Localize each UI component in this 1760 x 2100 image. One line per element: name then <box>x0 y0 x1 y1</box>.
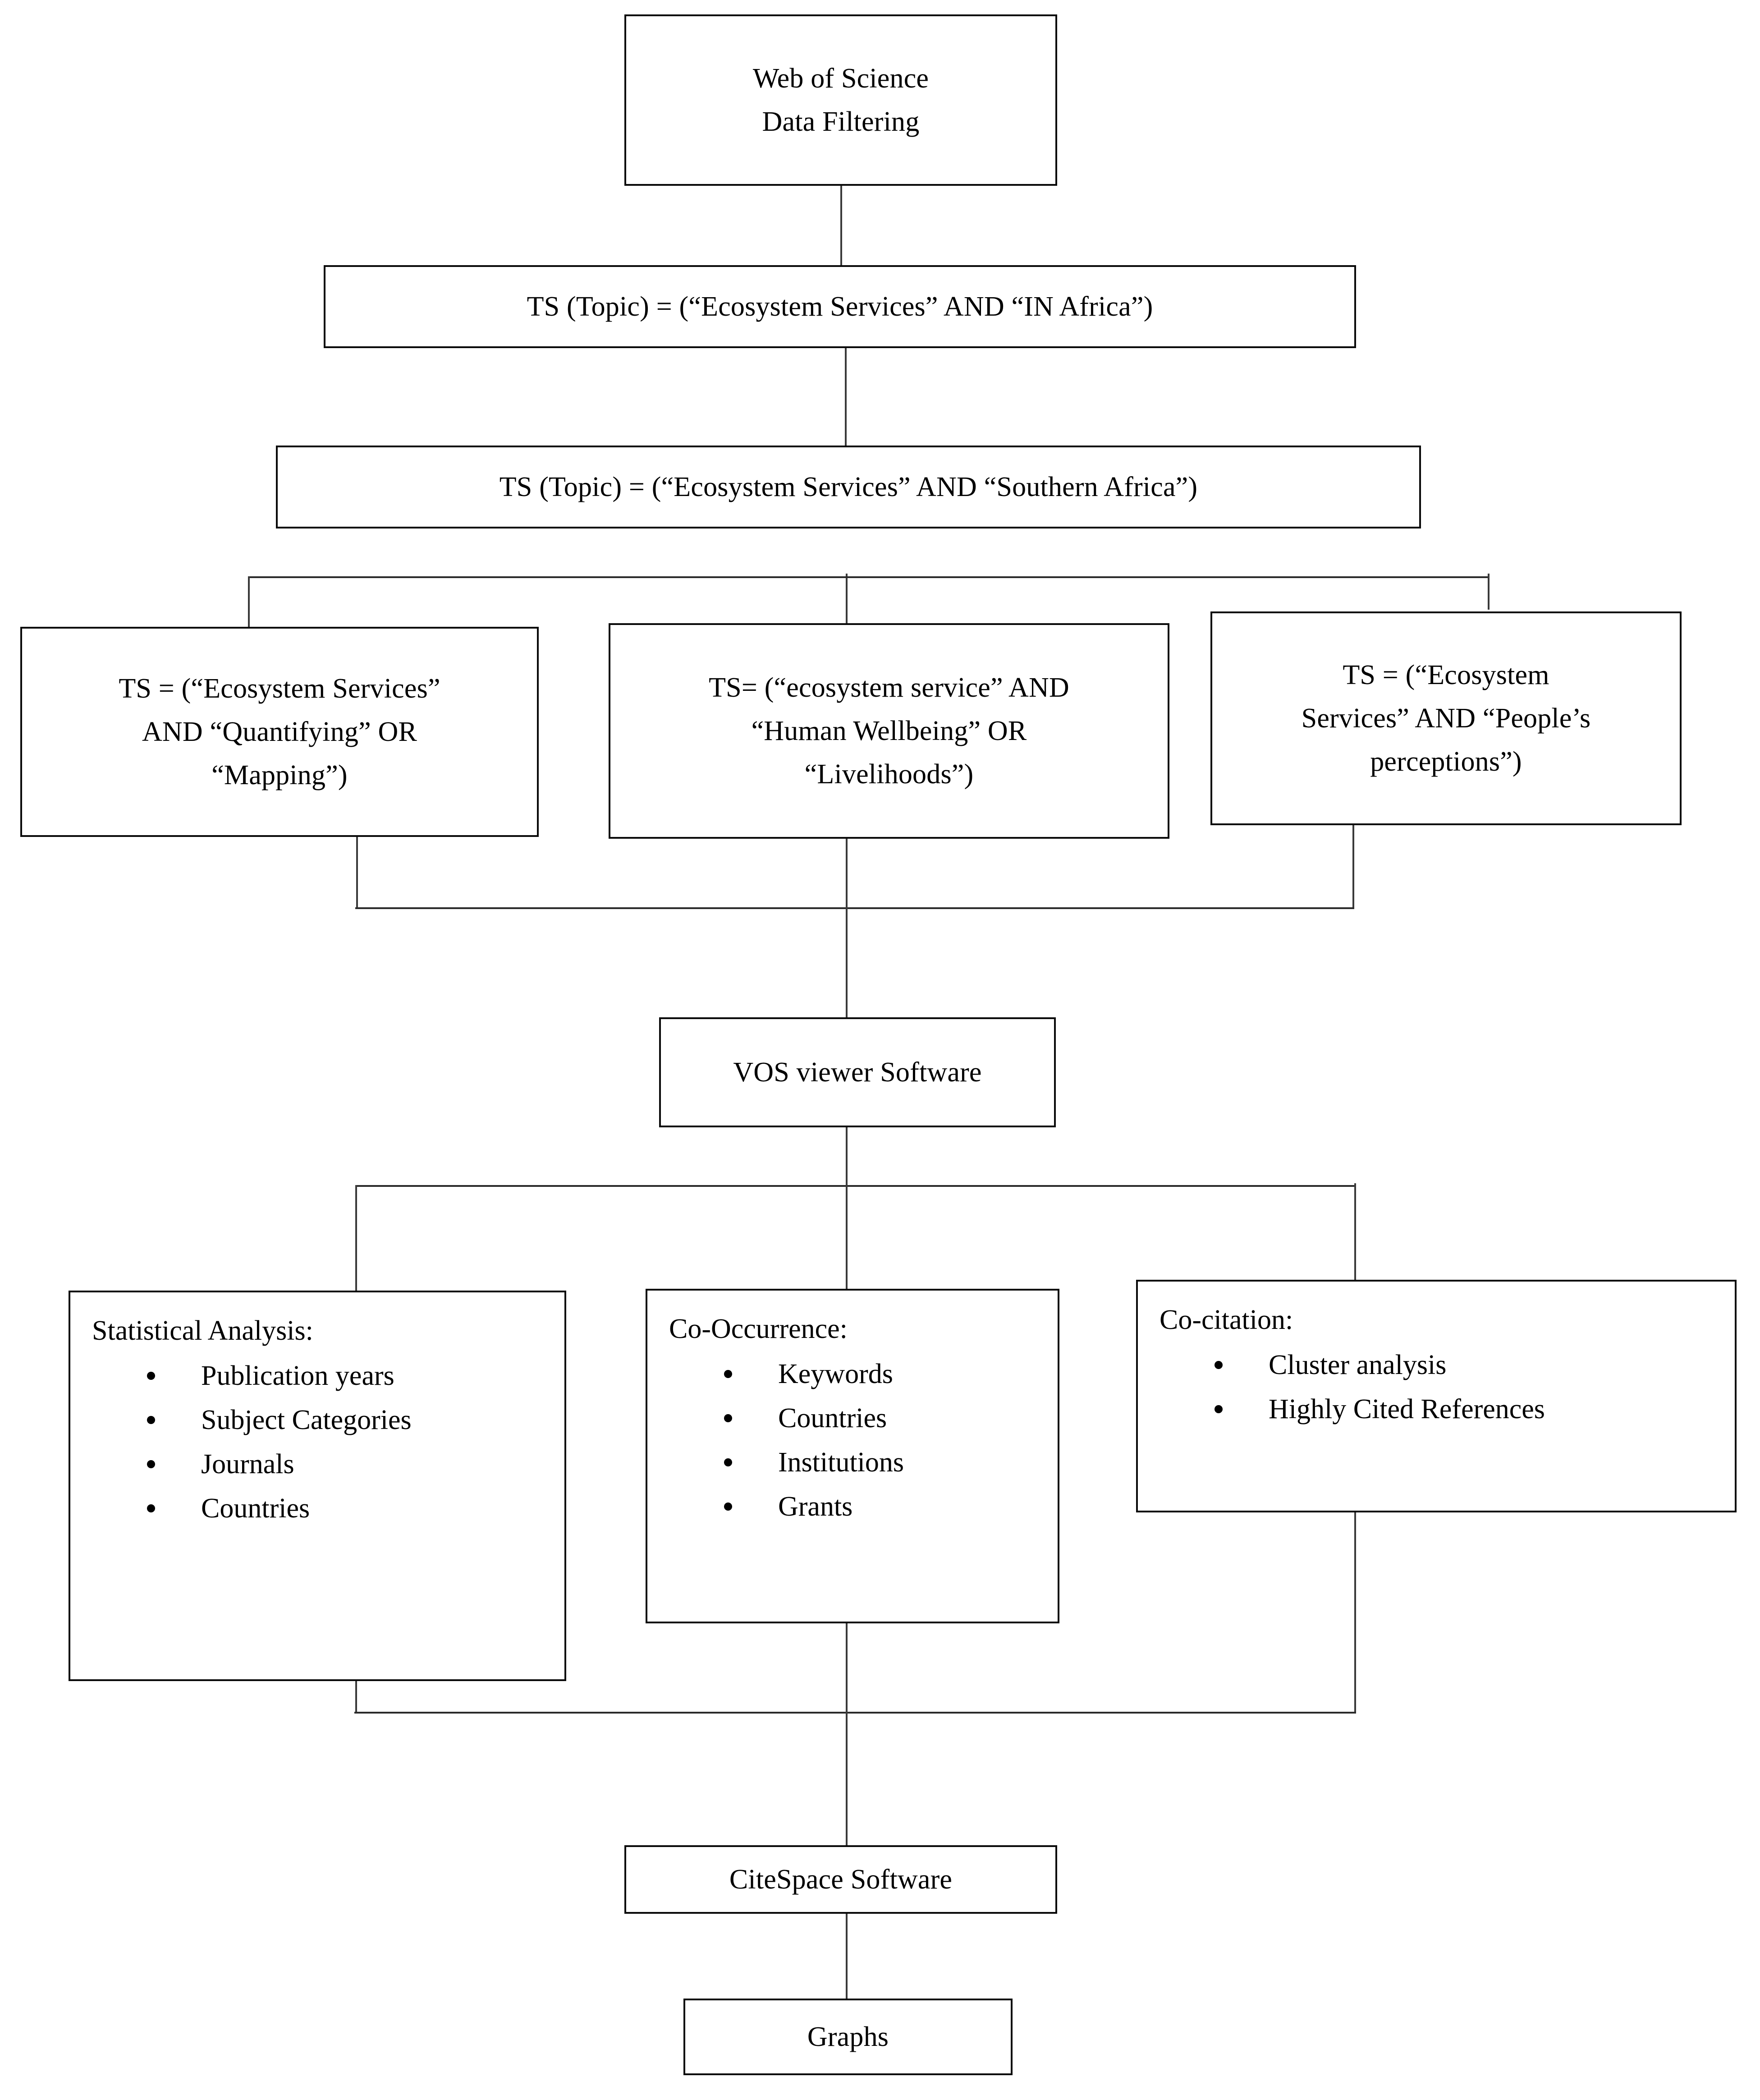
connector-analysis-drop-middle <box>846 1185 848 1291</box>
node-web-of-science-subtitle: Data Filtering <box>762 106 920 137</box>
connector-analysis-drop-right <box>1354 1183 1356 1280</box>
node-ts-quantifying-line-1: TS = (“Ecosystem Services” <box>119 673 440 704</box>
connector-merge-bus-vosviewer <box>355 907 1354 909</box>
node-ts-perceptions-line-1: TS = (“Ecosystem <box>1343 659 1549 690</box>
connector-branch-drop-right <box>1488 574 1490 610</box>
statistical-analysis-title: Statistical Analysis: <box>92 1315 313 1346</box>
node-ts-human-wellbeing[interactable]: TS= (“ecosystem service” AND “Human Well… <box>609 623 1169 839</box>
connector-africa-to-southern-africa <box>845 348 847 446</box>
co-occurrence-title: Co-Occurrence: <box>669 1314 848 1344</box>
connector-vosviewer-down <box>846 1127 848 1186</box>
node-graphs[interactable]: Graphs <box>683 1999 1013 2075</box>
list-item: Subject Categories <box>147 1406 412 1434</box>
list-item: Grants <box>724 1493 904 1521</box>
node-ts-southern-africa-text: TS (Topic) = (“Ecosystem Services” AND “… <box>499 471 1198 502</box>
co-citation-title: Co-citation: <box>1160 1305 1293 1335</box>
connector-analysis-bus-top <box>355 1185 1355 1187</box>
co-occurrence-list: Keywords Countries Institutions Grants <box>647 1350 904 1537</box>
node-statistical-analysis[interactable]: Statistical Analysis: Publication years … <box>69 1291 566 1681</box>
node-ts-perceptions-line-3: perceptions”) <box>1370 746 1522 777</box>
list-item: Countries <box>724 1404 904 1432</box>
list-item: Publication years <box>147 1362 412 1390</box>
list-item: Journals <box>147 1450 412 1478</box>
node-ts-wellbeing-line-3: “Livelihoods”) <box>804 759 974 790</box>
connector-southern-africa-down <box>846 574 848 645</box>
node-web-of-science-title: Web of Science <box>752 63 929 94</box>
node-ts-wellbeing-line-1: TS= (“ecosystem service” AND <box>709 672 1069 703</box>
connector-quantifying-down <box>356 837 358 909</box>
connector-branch-drop-left <box>248 576 250 651</box>
list-item: Highly Cited References <box>1215 1395 1545 1423</box>
node-ts-in-africa[interactable]: TS (Topic) = (“Ecosystem Services” AND “… <box>324 265 1356 348</box>
connector-cooccurrence-down <box>846 1622 848 1714</box>
list-item: Institutions <box>724 1448 904 1476</box>
node-co-citation[interactable]: Co-citation: Cluster analysis Highly Cit… <box>1136 1280 1737 1512</box>
list-item: Cluster analysis <box>1215 1351 1545 1379</box>
node-citespace-text: CiteSpace Software <box>729 1864 953 1895</box>
node-ts-quantifying-mapping[interactable]: TS = (“Ecosystem Services” AND “Quantify… <box>20 627 539 837</box>
node-citespace-software[interactable]: CiteSpace Software <box>624 1845 1057 1914</box>
list-item: Keywords <box>724 1360 904 1388</box>
node-ts-perceptions-line-2: Services” AND “People’s <box>1301 703 1591 734</box>
connector-analysis-drop-left <box>355 1185 357 1292</box>
list-item: Countries <box>147 1494 412 1522</box>
connector-cocitation-down <box>1354 1512 1356 1714</box>
node-co-occurrence[interactable]: Co-Occurrence: Keywords Countries Instit… <box>646 1289 1059 1623</box>
node-ts-quantifying-line-3: “Mapping”) <box>211 760 348 791</box>
connector-citespace-to-graphs <box>846 1914 848 2004</box>
statistical-analysis-list: Publication years Subject Categories Jou… <box>70 1352 412 1539</box>
connector-perceptions-down <box>1352 825 1354 909</box>
node-ts-southern-africa[interactable]: TS (Topic) = (“Ecosystem Services” AND “… <box>276 446 1421 528</box>
node-ts-in-africa-text: TS (Topic) = (“Ecosystem Services” AND “… <box>527 291 1153 322</box>
connector-merge-bus-citespace <box>354 1712 1356 1714</box>
node-vosviewer-text: VOS viewer Software <box>733 1057 982 1088</box>
node-web-of-science-box[interactable]: Web of Science Data Filtering <box>624 14 1057 186</box>
node-graphs-text: Graphs <box>807 2021 889 2052</box>
connector-branch-bus-top <box>248 576 1488 578</box>
connector-merge-to-citespace <box>846 1712 848 1847</box>
node-ts-peoples-perceptions[interactable]: TS = (“Ecosystem Services” AND “People’s… <box>1210 611 1682 825</box>
connector-wellbeing-down <box>846 839 848 909</box>
connector-merge-to-vosviewer <box>846 907 848 1018</box>
node-ts-quantifying-line-2: AND “Quantifying” OR <box>142 716 417 747</box>
node-ts-wellbeing-line-2: “Human Wellbeing” OR <box>751 715 1027 746</box>
co-citation-list: Cluster analysis Highly Cited References <box>1138 1341 1545 1439</box>
node-vosviewer-software[interactable]: VOS viewer Software <box>659 1017 1056 1127</box>
